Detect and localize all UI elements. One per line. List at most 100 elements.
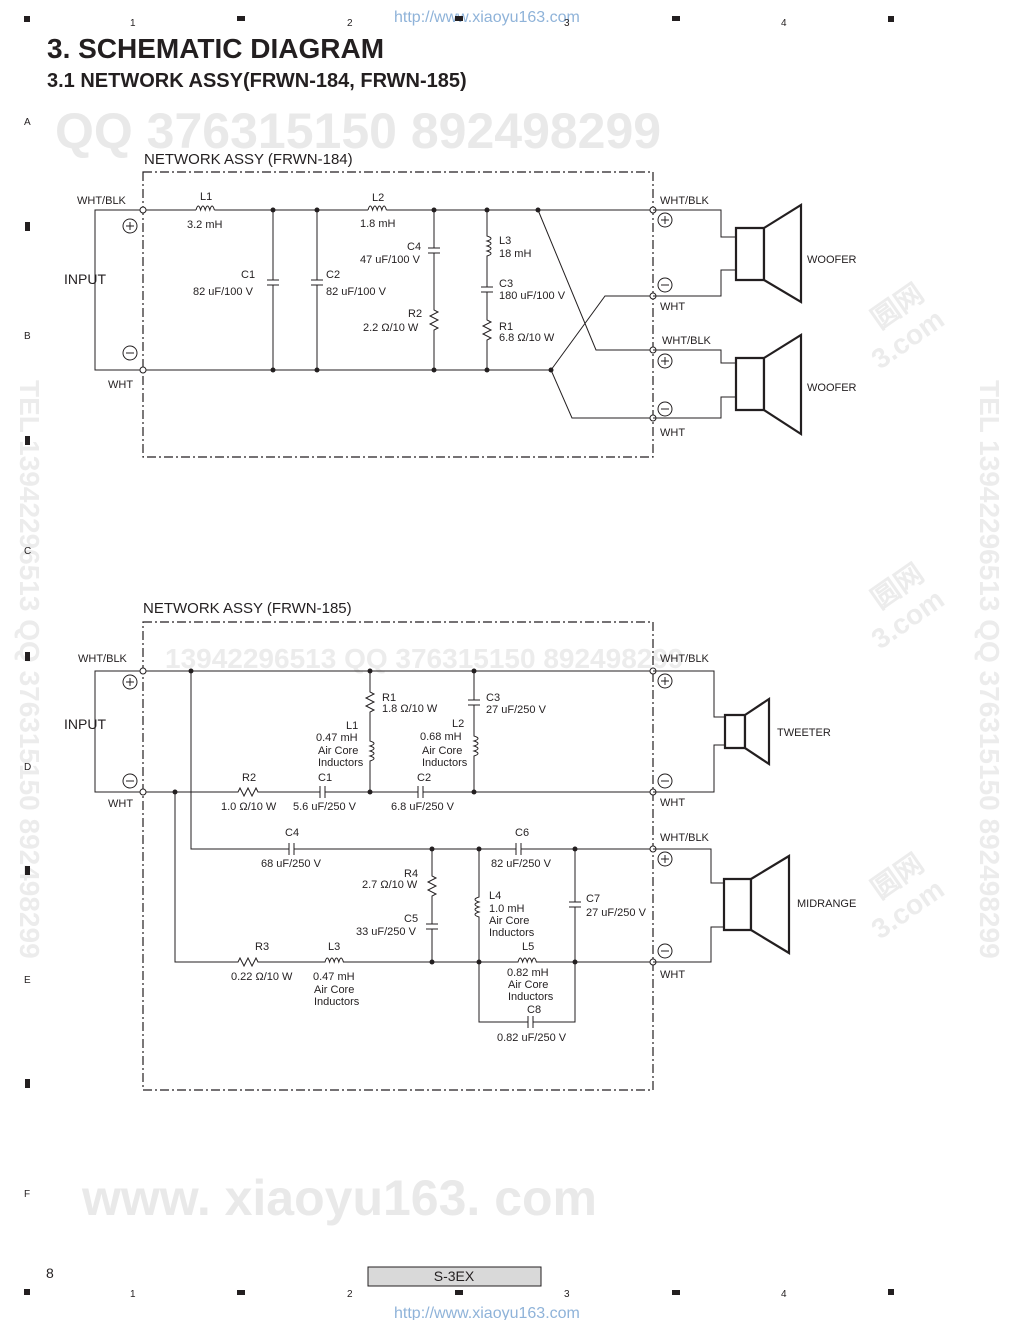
frwn185-input-label: INPUT: [64, 716, 106, 732]
frwn185-r3-value: 0.22 Ω/10 W: [231, 971, 293, 983]
frwn184-l2-coil: [367, 205, 387, 212]
grid-row-d: D: [24, 762, 31, 773]
frwn184-c2-label: C2: [326, 269, 340, 281]
frwn185-mid-neg-label: WHT: [660, 969, 685, 981]
watermark-mid: 13942296513 QQ 376315150 892498299: [165, 643, 684, 674]
frwn185-l3-label: L3: [328, 941, 340, 953]
grid-col-4: 4: [781, 18, 787, 29]
frwn185-c3-label: C3: [486, 692, 500, 704]
frwn185-c7-symbol: [569, 849, 581, 962]
frwn185-c5-value: 33 uF/250 V: [356, 926, 417, 938]
frwn185-c2-label: C2: [417, 772, 431, 784]
frwn185-mid-pos-label: WHT/BLK: [660, 832, 710, 844]
frwn185-c7-label: C7: [586, 893, 600, 905]
frwn185-l4-note1: Air Core: [489, 915, 529, 927]
model-label: S-3EX: [434, 1268, 475, 1284]
frwn185-c2-value: 6.8 uF/250 V: [391, 801, 455, 813]
frwn185-l4-note2: Inductors: [489, 927, 535, 939]
watermark-side-right: TEL 13942296513 QQ 376315150 892498299: [974, 380, 1005, 959]
frwn184-l1-value: 3.2 mH: [187, 219, 223, 231]
page-title: 3. SCHEMATIC DIAGRAM: [47, 33, 384, 64]
frwn184-l1-label: L1: [200, 191, 212, 203]
frwn185-r2-label: R2: [242, 772, 256, 784]
frwn185-l2-label: L2: [452, 718, 464, 730]
frwn185-tweeter-neg-line: [143, 786, 653, 798]
frwn185-l4-label: L4: [489, 890, 501, 902]
frwn184-input-label: INPUT: [64, 271, 106, 287]
frwn185-circuit: [94, 621, 791, 1091]
frwn185-c6-label: C6: [515, 827, 529, 839]
frwn185-l4-c8-symbol: [474, 849, 576, 1028]
grid-row-a: A: [24, 117, 31, 128]
frwn185-c1-label: C1: [318, 772, 332, 784]
frwn184-l3-value: 18 mH: [499, 248, 531, 260]
frwn184-r1-value: 6.8 Ω/10 W: [499, 332, 555, 344]
frwn185-tw-pos-label: WHT/BLK: [660, 653, 710, 665]
grid-col-2-bottom: 2: [347, 1289, 353, 1300]
frwn185-c1-value: 5.6 uF/250 V: [293, 801, 357, 813]
frwn185-c3-l2-symbol: [468, 671, 480, 792]
watermark-qq: QQ 376315150 892498299: [55, 103, 661, 159]
grid-col-2: 2: [347, 18, 353, 29]
model-label-box: [367, 1266, 542, 1287]
frwn185-mid-neg-line: [174, 792, 653, 968]
frwn184-c2-symbol: [311, 210, 323, 370]
frwn184-circuit: [94, 171, 803, 458]
grid-row-f: F: [24, 1189, 30, 1200]
frwn185-l5-label: L5: [522, 941, 534, 953]
watermark-url-top: http://www.xiaoyu163.com: [394, 9, 580, 26]
frwn185-l5-note2: Inductors: [508, 991, 554, 1003]
frwn184-c4-value: 47 uF/100 V: [360, 254, 421, 266]
frwn185-l1-note1: Air Core: [318, 745, 358, 757]
frwn185-l2-note2: Inductors: [422, 757, 468, 769]
watermark-bottom: www. xiaoyu163. com: [81, 1170, 597, 1226]
frwn185-r4-label: R4: [404, 868, 418, 880]
watermark-url-bottom: http://www.xiaoyu163.com: [394, 1305, 580, 1320]
frwn185-midrange-cone: [749, 854, 791, 955]
frwn185-r1-l1-symbol: [364, 671, 376, 792]
frwn184-r2-label: R2: [408, 308, 422, 320]
frwn184-out2-neg-label: WHT: [660, 427, 685, 439]
frwn185-c4-value: 68 uF/250 V: [261, 858, 322, 870]
frwn184-c3-value: 180 uF/100 V: [499, 290, 566, 302]
frwn184-r2-value: 2.2 Ω/10 W: [363, 322, 419, 334]
frwn184-out1-neg-label: WHT: [660, 301, 685, 313]
frwn184-woofer2-label: WOOFER: [807, 382, 857, 394]
frwn185-r4-c5-symbol: [426, 849, 438, 962]
watermark-stamps: 圆网 3.com 圆网 3.com 圆网 3.com: [866, 277, 950, 945]
frwn185-l3-note2: Inductors: [314, 996, 360, 1008]
frwn185-tweeter-cone: [743, 696, 771, 767]
grid-row-b: B: [24, 331, 31, 342]
frwn184-woofer1-magnet: [734, 226, 766, 282]
frwn185-tweeter-magnet: [723, 713, 747, 750]
frwn184-wire-out1-neg: [550, 295, 653, 371]
frwn184-woofer1-label: WOOFER: [807, 254, 857, 266]
frwn184-polarity-markers: [122, 212, 673, 417]
frwn184-out2-pos-label: WHT/BLK: [662, 335, 712, 347]
frwn184-c2-value: 82 uF/100 V: [326, 286, 387, 298]
frwn185-l5-note1: Air Core: [508, 979, 548, 991]
frwn184-c4-label: C4: [407, 241, 421, 253]
frwn185-c3-value: 27 uF/250 V: [486, 704, 547, 716]
frwn184-title: NETWORK ASSY (FRWN-184): [144, 151, 353, 168]
frwn185-l1-label: L1: [346, 720, 358, 732]
watermark-side-left: TEL 13942296513 QQ 376315150 892498299: [14, 380, 45, 959]
frwn185-tweeter-label: TWEETER: [777, 727, 831, 739]
frwn184-c3-label: C3: [499, 278, 513, 290]
frwn185-r4-value: 2.7 Ω/10 W: [362, 879, 418, 891]
frwn185-r1-value: 1.8 Ω/10 W: [382, 703, 438, 715]
frwn185-c6-value: 82 uF/250 V: [491, 858, 552, 870]
frwn185-in-neg-label: WHT: [108, 798, 133, 810]
frwn184-l2-value: 1.8 mH: [360, 218, 396, 230]
frwn184-c1-label: C1: [241, 269, 255, 281]
grid-row-c: C: [24, 546, 31, 557]
frwn184-boundary: [142, 171, 654, 458]
frwn184-wire-out2-pos: [537, 209, 653, 351]
frwn185-midrange-magnet: [722, 877, 753, 932]
frwn185-r3-label: R3: [255, 941, 269, 953]
frwn184-woofer1-cone: [762, 203, 803, 304]
frwn185-l2-note1: Air Core: [422, 745, 462, 757]
frwn185-r1-label: R1: [382, 692, 396, 704]
grid-row-e: E: [24, 975, 31, 986]
